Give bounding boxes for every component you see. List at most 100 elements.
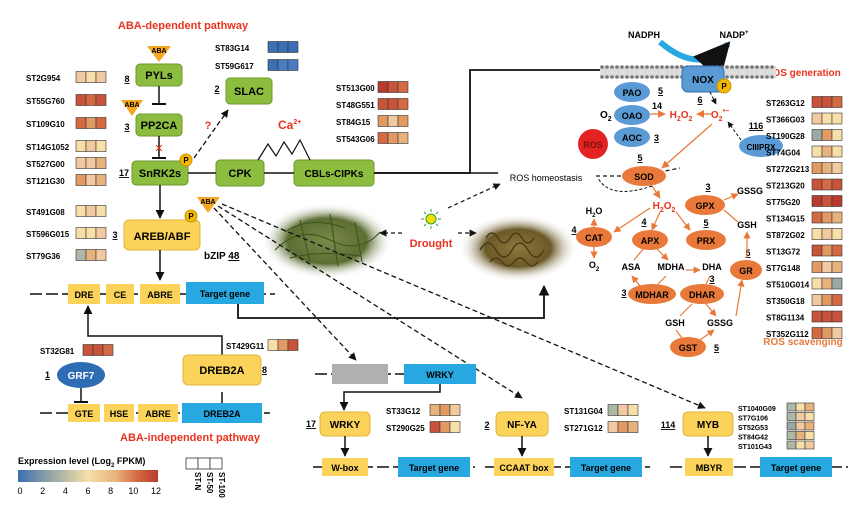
heatmap-cell — [75, 174, 87, 186]
heatmap-cell — [439, 404, 451, 416]
svg-text:MDHAR: MDHAR — [635, 290, 669, 300]
heatmap-cell — [277, 339, 289, 351]
gene-label: ST55G760 — [26, 97, 65, 106]
heatmap-cell — [811, 195, 823, 207]
membrane-bead — [725, 75, 729, 79]
aoc-node — [614, 127, 650, 147]
heatmap-cell — [627, 421, 639, 433]
h2o-label: H2O — [586, 206, 603, 219]
svg-text:CIIIPRX: CIIIPRX — [747, 143, 777, 152]
heatmap-cell — [277, 59, 289, 71]
heatmap-cell — [821, 310, 833, 323]
mbyr-element — [685, 458, 733, 476]
heatmap-cell — [821, 211, 833, 224]
heatmap-cell — [85, 94, 97, 106]
apx-count: 4 — [641, 217, 646, 227]
heatmap-cell — [821, 162, 833, 174]
membrane-bead — [750, 75, 754, 79]
h2o2-homeostasis-link — [597, 177, 653, 192]
heatmap-cell — [75, 117, 87, 129]
target-gene-nfya — [570, 457, 642, 477]
gene-label: ST131G04 — [564, 407, 603, 416]
gene-label: ST7G148 — [766, 264, 801, 273]
gene-label: ST213G20 — [766, 182, 805, 191]
svg-text:OAO: OAO — [622, 111, 643, 121]
membrane-bead — [605, 65, 609, 69]
o2-label: O2 — [600, 110, 612, 123]
heatmap-cell — [786, 421, 797, 431]
svg-text:SOD: SOD — [634, 172, 654, 182]
dreb2a-gene — [182, 403, 262, 423]
heatmap-cell — [387, 81, 399, 93]
ce-element — [106, 284, 134, 304]
heatmap-cell — [811, 244, 823, 257]
svg-text:ABRE: ABRE — [147, 290, 173, 300]
calcium-label: Ca2+ — [278, 118, 301, 132]
heatmap-cell — [75, 205, 87, 217]
gene-label: ST491G08 — [26, 208, 65, 217]
dhar-node — [680, 284, 724, 304]
pao-count: 5 — [658, 86, 663, 96]
heatmap-cell — [795, 412, 806, 421]
gene-label: ST13G72 — [766, 248, 801, 257]
heatmap-cell — [831, 96, 843, 108]
sod-count: 5 — [637, 153, 642, 163]
gr-node — [730, 260, 762, 280]
heatmap-cell — [95, 117, 107, 129]
heatmap-cell — [377, 81, 389, 93]
heatmap-cell — [831, 211, 843, 224]
gpx-node — [685, 195, 725, 215]
dreb2a-count: 8 — [262, 365, 267, 375]
membrane-bead — [740, 65, 744, 69]
heatmap-cell — [811, 145, 823, 158]
aba-to-wrky — [213, 207, 357, 361]
svg-text:NF-YA: NF-YA — [507, 420, 537, 431]
heatmap-cell — [821, 112, 833, 125]
heatmap-cell — [95, 140, 107, 152]
membrane-bead — [745, 75, 749, 79]
svg-text:GPX: GPX — [695, 201, 714, 211]
abre-element-2 — [138, 404, 178, 422]
grf7-count: 1 — [45, 370, 50, 380]
membrane-bead — [655, 65, 659, 69]
hse-element — [104, 404, 134, 422]
heatmap-cell — [811, 327, 823, 339]
wbox-element — [322, 458, 368, 476]
membrane-bead — [765, 65, 769, 69]
h2o2-label-top: H2O2 — [670, 110, 693, 123]
aba-triangle-top: ABA — [147, 46, 171, 62]
membrane-bead — [645, 65, 649, 69]
drought-label: Drought — [410, 238, 453, 250]
gene-label: ST52G53 — [738, 425, 768, 432]
nadp-label: NADP+ — [719, 30, 749, 40]
heatmap-cell — [795, 440, 806, 450]
gst-node — [670, 337, 706, 357]
heatmap-cell — [821, 228, 833, 240]
abre-element — [140, 284, 180, 304]
legend-column-label: ST-100 — [217, 472, 226, 498]
sun-icon — [421, 209, 441, 229]
heatmap-cell — [75, 71, 87, 83]
heatmap-layer: ST2G954ST55G760ST109G10ST14G1052ST527G00… — [26, 41, 843, 451]
aba-dependent-title: ABA-dependent pathway — [118, 20, 249, 32]
legend-column-box — [185, 457, 199, 470]
legend-tick-label: 12 — [151, 486, 161, 496]
h2o2-label-center: H2O2 — [653, 201, 676, 214]
heatmap-cell — [811, 162, 823, 174]
nox-count: 6 — [697, 95, 702, 105]
heatmap-cell — [821, 244, 833, 257]
membrane-bead — [735, 65, 739, 69]
prx-node — [686, 230, 726, 250]
membrane-bead — [625, 65, 629, 69]
gsh-label-bottom: GSH — [665, 318, 685, 328]
heatmap-cell — [449, 421, 461, 433]
heatmap-cell — [85, 117, 97, 129]
heatmap-cell — [85, 140, 97, 152]
gene-label: ST79G36 — [26, 252, 61, 261]
heatmap-cell — [804, 440, 815, 450]
gene-label: ST33G12 — [386, 407, 421, 416]
heatmap-cell — [287, 339, 299, 351]
gst-count: 5 — [714, 343, 719, 353]
membrane-bead — [670, 65, 674, 69]
